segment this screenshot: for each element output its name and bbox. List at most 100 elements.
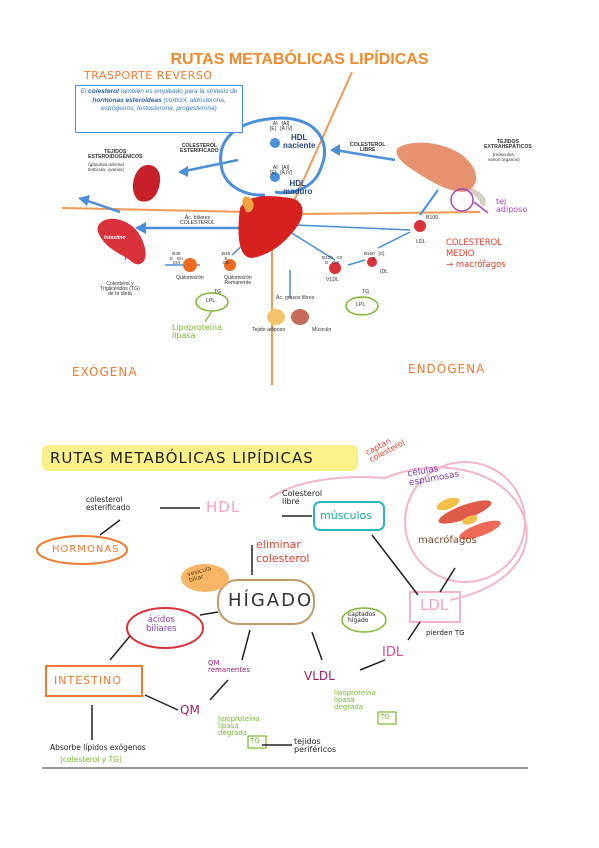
info-colesterol: colesterol: [88, 88, 119, 95]
acidos-biliares-label: Ác. biliares COLESTEROL: [180, 215, 215, 227]
tejidos-esteroidogenicos-sub: (glándula adrenal testículo, ovarios): [88, 162, 124, 172]
colesterol-esterificado-label: COLESTEROL ESTERIFICADO: [180, 143, 219, 155]
intestino-shape: [97, 218, 146, 265]
lipoproteina-lipasa-2: lipoproteína lipasa degrada: [334, 689, 376, 711]
hdl-label-bottom: HDL: [206, 498, 241, 516]
ldl-box: [409, 591, 461, 623]
captados-higado-label: captados hígado: [348, 611, 376, 624]
arrow-ldl-liver: [294, 224, 411, 231]
pierden-tg-label: pierden TG: [426, 629, 465, 637]
purple-circle: [450, 188, 474, 212]
remanente-particle: [224, 259, 236, 271]
colesterol-esterificado-bottom: colesterol esterificado: [86, 495, 131, 512]
bottom-title: RUTAS METABÓLICAS LIPÍDICAS: [50, 449, 314, 467]
arrow-ldl-macrofagos: [439, 567, 456, 593]
arrow-to-esteroidogenicos: [179, 158, 239, 174]
hdl-apos-bottom: AI [AI] [E] [A IV]: [270, 165, 293, 176]
endogena-label: ENDÓGENA: [408, 362, 486, 376]
colesterol-libre-label-bottom: Colesterol libre: [282, 489, 323, 506]
absorbe-sub-label: (colesterol y TG): [60, 755, 122, 764]
quilomicron-apos: B48 E CII CIII: [170, 251, 183, 266]
absorbe-label: Absorbe lípidos exógenos: [50, 743, 146, 752]
ldl-particle: [414, 220, 426, 232]
colesterol-tg-dieta-label: Colesterol y Triglicéridos (TG) de la di…: [100, 281, 140, 298]
quilomicron-particle: [183, 258, 197, 272]
exogena-label: EXÓGENA: [72, 365, 138, 379]
arrow-qm-remanentes: [209, 679, 229, 701]
idl-apos: B100 [C] E: [364, 251, 385, 261]
info-mid: también es empleado para la síntesis de: [118, 88, 238, 95]
hdl-cycle-arrow: [219, 116, 327, 195]
tejidos-extrahepaticos-sub: (músculos, varios órganos): [488, 152, 520, 162]
tejidos-extrahepaticos-label: TEJIDOS EXTRAHEPÁTICOS: [484, 139, 532, 151]
hdl-maduro-label: HDL maduro: [283, 179, 313, 196]
horizontal-divider-right: [299, 211, 481, 215]
info-pre: El: [80, 88, 89, 95]
higado-label: HÍGADO: [228, 590, 314, 611]
vldl-particle: [329, 262, 341, 274]
arrow-intestino-qm: [144, 694, 179, 711]
arrow-acidos-intestino: [109, 635, 131, 661]
musculos-box: [313, 501, 385, 531]
ldl-label: LDL: [416, 239, 426, 245]
hdl-naciente-particle: [270, 138, 280, 148]
intestino-label: Intestino: [104, 235, 126, 241]
arrow-from-extrahepaticos: [334, 148, 396, 162]
gallbladder-shape: [242, 196, 254, 213]
hormonas-label: HORMONAS: [52, 544, 120, 555]
tejidos-esteroidogenicos-label: TEJIDOS ESTEROIDOGÉNICOS: [88, 149, 143, 161]
adrenal-shape: [132, 164, 161, 202]
vldl-apos: B100 CII E CIII: [322, 255, 343, 265]
trasporte-reverso-label: TRASPORTE REVERSO: [84, 69, 213, 82]
tejido-adiposo-label: Tejido adiposo: [252, 327, 286, 333]
arrow-ldl-tejidos: [419, 189, 439, 216]
muscle-blob: [291, 309, 309, 325]
vldl-label: VLDL: [326, 277, 339, 283]
title-highlight: [42, 445, 358, 471]
quilomicron-remanente-label: Quilomicrón Remanente: [224, 275, 252, 287]
arrow-higado-acidos: [199, 611, 219, 616]
colesterol-medio-label: COLESTEROL MEDIO → macrófagos: [446, 238, 506, 270]
horizontal-divider-left: [61, 207, 249, 213]
celulas-espumosas-circle: [404, 461, 526, 583]
hdl-maduro-particle: [270, 172, 280, 182]
adipose-blob: [267, 309, 285, 325]
intestino-box: [45, 665, 143, 697]
lpl-left-label: LPL: [206, 298, 216, 304]
muscle-shape: [396, 142, 477, 192]
lipoproteina-lipasa-1: lipoproteína lipasa degrada: [218, 715, 260, 737]
higado-box: [217, 579, 315, 625]
musculo-label: Músculo: [312, 327, 332, 333]
arrow-higado-vldl: [311, 631, 323, 661]
lipoproteina-lipasa-label: Lipoproteína lipasa: [172, 323, 222, 340]
arrow-idl-ldl: [377, 231, 411, 249]
qm-label-bottom: QM: [180, 703, 200, 717]
lpl-right-label: LPL: [356, 302, 366, 308]
ldl-label-bottom: LDL: [420, 596, 449, 614]
musculos-label: músculos: [320, 509, 372, 522]
quilomicron-label: Quilomicrón: [176, 275, 204, 281]
top-title: RUTAS METABÓLICAS LIPÍDICAS: [170, 51, 429, 68]
tg-left-label: TG: [214, 289, 222, 295]
arrow-idl-ldl: [407, 621, 421, 641]
tg-right-label: TG: [362, 289, 370, 295]
vesicula-oval: [181, 564, 229, 592]
info-post: (cortisol, aldosterona, estrógenos, test…: [101, 96, 226, 113]
lpl-oval-right: [345, 296, 379, 316]
tej-adiposo-label: tej adiposo: [496, 197, 528, 214]
vldl-label-bottom: VLDL: [304, 669, 335, 683]
info-hormonas: hormonas esteroideas: [92, 96, 162, 104]
arrow-vldl-idl: [347, 259, 366, 266]
intestino-label-bottom: INTESTINO: [54, 674, 122, 687]
idl-label-bottom: IDL: [382, 645, 404, 660]
idl-label: IDL: [380, 269, 389, 275]
arrow-ldl-musculos: [371, 534, 419, 596]
acidos-oval: [126, 607, 204, 649]
eliminar-colesterol-label: eliminar colesterol: [256, 538, 310, 565]
macrofagos-label: macrófagos: [418, 535, 477, 546]
hdl-apos-top: AI [AI] [E] [A IV]: [270, 121, 293, 132]
tg-box-2: TG: [380, 713, 390, 721]
b100-ldl-label: B100: [426, 215, 439, 221]
purple-arrow: [473, 201, 489, 214]
remanente-apos: B48 E CIII: [222, 251, 231, 266]
